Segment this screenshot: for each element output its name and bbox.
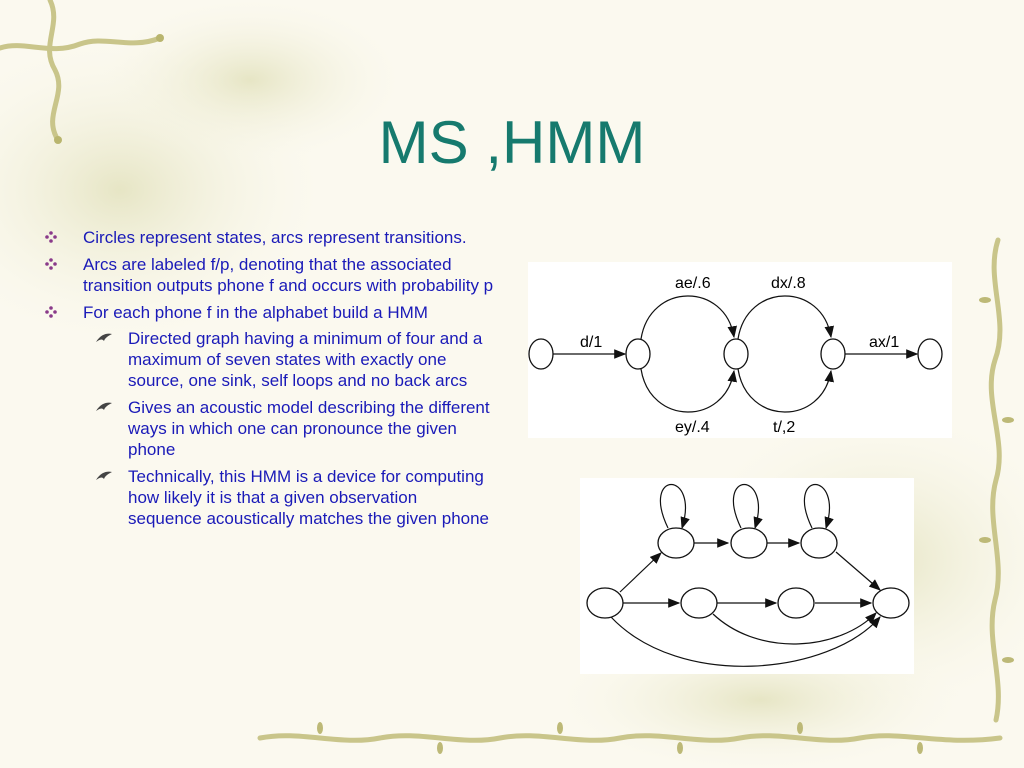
diamond-bullet-icon — [45, 306, 57, 318]
state-node — [625, 338, 651, 370]
state-node — [680, 587, 718, 619]
arc — [712, 612, 877, 645]
bullet-text: Circles represent states, arcs represent… — [83, 228, 467, 247]
arc-label: dx/.8 — [771, 275, 806, 292]
arc — [737, 368, 834, 413]
arc — [640, 295, 737, 340]
feather-bullet-icon — [96, 471, 112, 480]
state-node — [586, 587, 624, 619]
state-node — [820, 338, 846, 370]
sub-bullet-item: Directed graph having a minimum of four … — [83, 328, 495, 391]
bullet-text: Arcs are labeled f/p, denoting that the … — [83, 255, 494, 295]
arc-label: ae/.6 — [675, 275, 711, 292]
diamond-bullet-icon — [45, 258, 57, 270]
feather-bullet-icon — [96, 402, 112, 411]
sub-bullet-text: Directed graph having a minimum of four … — [128, 329, 483, 390]
arc-label: ax/1 — [869, 334, 899, 351]
slide-title: MS ,HMM — [378, 109, 646, 176]
state-node — [917, 338, 943, 370]
sub-bullet-list: Directed graph having a minimum of four … — [83, 328, 495, 529]
diamond-bullet-icon — [45, 231, 57, 243]
arc — [835, 551, 881, 591]
state-node — [872, 587, 910, 619]
bullet-item: For each phone f in the alphabet build a… — [45, 302, 495, 529]
self-loop — [732, 483, 763, 530]
sub-bullet-item: Technically, this HMM is a device for co… — [83, 466, 495, 529]
sub-bullet-text: Technically, this HMM is a device for co… — [128, 467, 490, 528]
arc — [619, 552, 662, 593]
arc-label: t/,2 — [773, 419, 795, 436]
state-node — [723, 338, 749, 370]
arc-label: d/1 — [580, 334, 602, 351]
state-node — [730, 527, 768, 559]
arc — [610, 616, 881, 667]
self-loop — [659, 483, 690, 530]
state-node — [528, 338, 554, 370]
sub-bullet-text: Gives an acoustic model describing the d… — [128, 398, 490, 459]
bullet-text: For each phone f in the alphabet build a… — [83, 303, 428, 322]
state-node — [657, 527, 695, 559]
arc-label: ey/.4 — [675, 419, 710, 436]
arc — [737, 295, 834, 340]
sub-bullet-item: Gives an acoustic model describing the d… — [83, 397, 495, 460]
arc — [640, 368, 737, 413]
feather-bullet-icon — [96, 333, 112, 342]
bullet-item: Arcs are labeled f/p, denoting that the … — [45, 254, 495, 296]
pronunciation-network-figure: d/1 ae/.6 dx/.8 ax/1 ey/.4 t/,2 — [528, 262, 952, 438]
state-node — [777, 587, 815, 619]
bullet-list: Circles represent states, arcs represent… — [45, 227, 495, 535]
hmm-topology-figure — [580, 478, 914, 674]
bullet-item: Circles represent states, arcs represent… — [45, 227, 495, 248]
self-loop — [803, 483, 834, 530]
state-node — [800, 527, 838, 559]
